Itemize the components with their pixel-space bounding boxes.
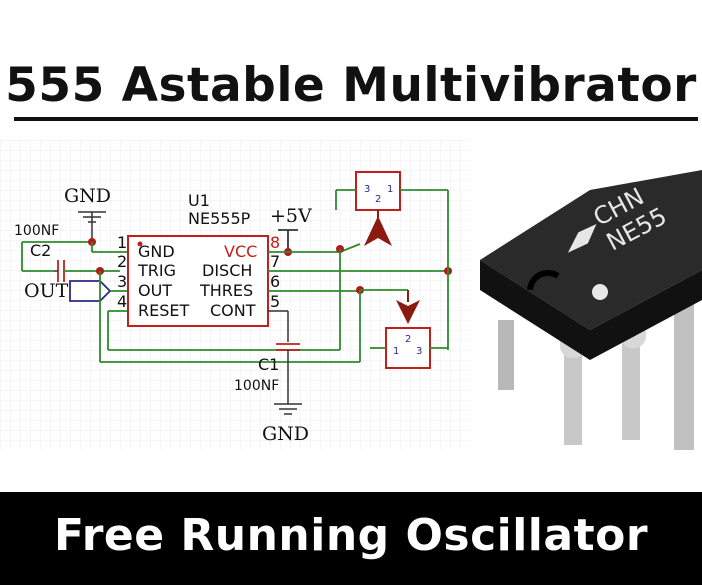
potentiometer-top bbox=[355, 171, 401, 211]
ic-part-label: NE555P bbox=[188, 209, 251, 228]
pot-top-pin3: 3 bbox=[364, 184, 370, 195]
supply-label: +5V bbox=[270, 205, 312, 227]
circuit-schematic: GND 100NF C2 OUT U1 NE555P 1 GND 2 TRIG … bbox=[0, 140, 470, 450]
gnd-bottom-label: GND bbox=[262, 423, 309, 445]
pin-4-name: RESET bbox=[138, 301, 189, 320]
pin-3-name: OUT bbox=[138, 281, 172, 300]
pin-1-number: 1 bbox=[117, 233, 127, 252]
pin-7-name: DISCH bbox=[202, 261, 252, 280]
pot-bottom-pin2: 2 bbox=[405, 334, 411, 345]
ic-ref-label: U1 bbox=[188, 191, 210, 210]
pot-bottom-pin3: 3 bbox=[416, 346, 422, 357]
chip-pin1-marker bbox=[592, 284, 608, 300]
c1-name-label: C1 bbox=[258, 355, 279, 374]
out-port-label: OUT bbox=[24, 280, 69, 302]
footer-banner: Free Running Oscillator bbox=[0, 492, 702, 585]
pin-1-name: GND bbox=[138, 242, 175, 261]
pin-4-number: 4 bbox=[117, 292, 127, 311]
c2-name-label: C2 bbox=[30, 241, 51, 260]
pin-5-name: CONT bbox=[210, 301, 256, 320]
ground-symbol-top bbox=[78, 211, 106, 223]
pot-bottom-pin1: 1 bbox=[393, 346, 399, 357]
pin-5-number: 5 bbox=[270, 292, 280, 311]
pot-top-pin1: 1 bbox=[387, 184, 393, 195]
pin-6-number: 6 bbox=[270, 272, 280, 291]
c1-value-label: 100NF bbox=[234, 378, 279, 394]
chip-body-top bbox=[480, 170, 702, 330]
st-logo-icon bbox=[567, 223, 597, 253]
pin-2-name: TRIG bbox=[137, 261, 176, 280]
title-underline bbox=[14, 117, 698, 121]
pin-8-number: 8 bbox=[270, 233, 280, 252]
pin-2-number: 2 bbox=[117, 252, 127, 271]
out-port-symbol bbox=[69, 280, 112, 302]
chip-notch bbox=[527, 269, 560, 291]
page-title: 555 Astable Multivibrator bbox=[5, 58, 697, 113]
gnd-top-label: GND bbox=[64, 185, 111, 207]
pin-8-name: VCC bbox=[224, 242, 257, 261]
pot-top-pin2: 2 bbox=[375, 194, 381, 205]
pot-top-wiper-arrow bbox=[364, 216, 392, 246]
ic-u1-body bbox=[127, 235, 269, 327]
potentiometer-bottom bbox=[385, 327, 431, 369]
chip-body-side bbox=[480, 260, 702, 360]
ground-symbol-bottom bbox=[274, 403, 302, 415]
ne555-chip-illustration: CHN NE55 bbox=[480, 170, 702, 450]
pin-3-number: 3 bbox=[117, 272, 127, 291]
pot-bottom-wiper-arrow bbox=[396, 300, 420, 324]
footer-title: Free Running Oscillator bbox=[53, 510, 649, 561]
pin-7-number: 7 bbox=[270, 252, 280, 271]
c2-value-label: 100NF bbox=[14, 223, 59, 239]
pin-6-name: THRES bbox=[199, 281, 253, 300]
ic-pin1-dot bbox=[137, 241, 143, 247]
